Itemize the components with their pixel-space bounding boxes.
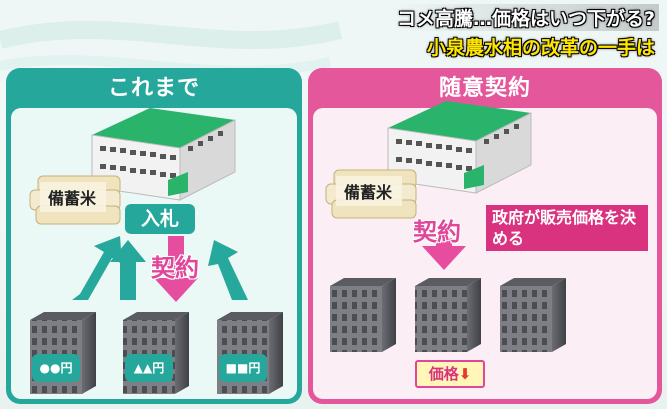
- panel-previous-title: これまで: [107, 76, 200, 101]
- contract-label-right: 契約: [413, 218, 461, 246]
- panel-negotiated-title: 随意契約: [438, 76, 531, 101]
- rice-bags-right: [325, 169, 417, 219]
- stockpile-rice-label-left: 備蓄米: [48, 189, 97, 208]
- price-bubble-2: ▲▲円: [125, 354, 173, 382]
- government-sets-price-note: 政府が販売価格を決める: [486, 205, 648, 251]
- price-bubble-3: ■■円: [219, 354, 267, 382]
- contract-label-left: 契約: [151, 254, 199, 282]
- contract-arrow-right: [422, 238, 466, 270]
- stockpile-rice-label-right: 備蓄米: [344, 183, 393, 202]
- price-tag-label: 価格: [428, 365, 459, 383]
- rice-bags-left: [29, 175, 121, 225]
- bid-label: 入札: [125, 204, 195, 234]
- buyer-building-4: [330, 278, 396, 352]
- price-bubble-1: ●●円: [32, 354, 80, 382]
- arrow-down-icon: ⬇: [458, 365, 472, 383]
- bid-arrows: [72, 236, 248, 300]
- buyer-building-6: [500, 278, 566, 352]
- headline-line2: 小泉農水相の改革の一手は: [426, 37, 655, 59]
- headline-line1: コメ高騰…価格はいつ下がる?: [392, 4, 659, 31]
- contract-arrow-left: [154, 236, 198, 302]
- buyer-building-5: [415, 278, 481, 352]
- price-down-tag: 価格⬇: [415, 360, 485, 388]
